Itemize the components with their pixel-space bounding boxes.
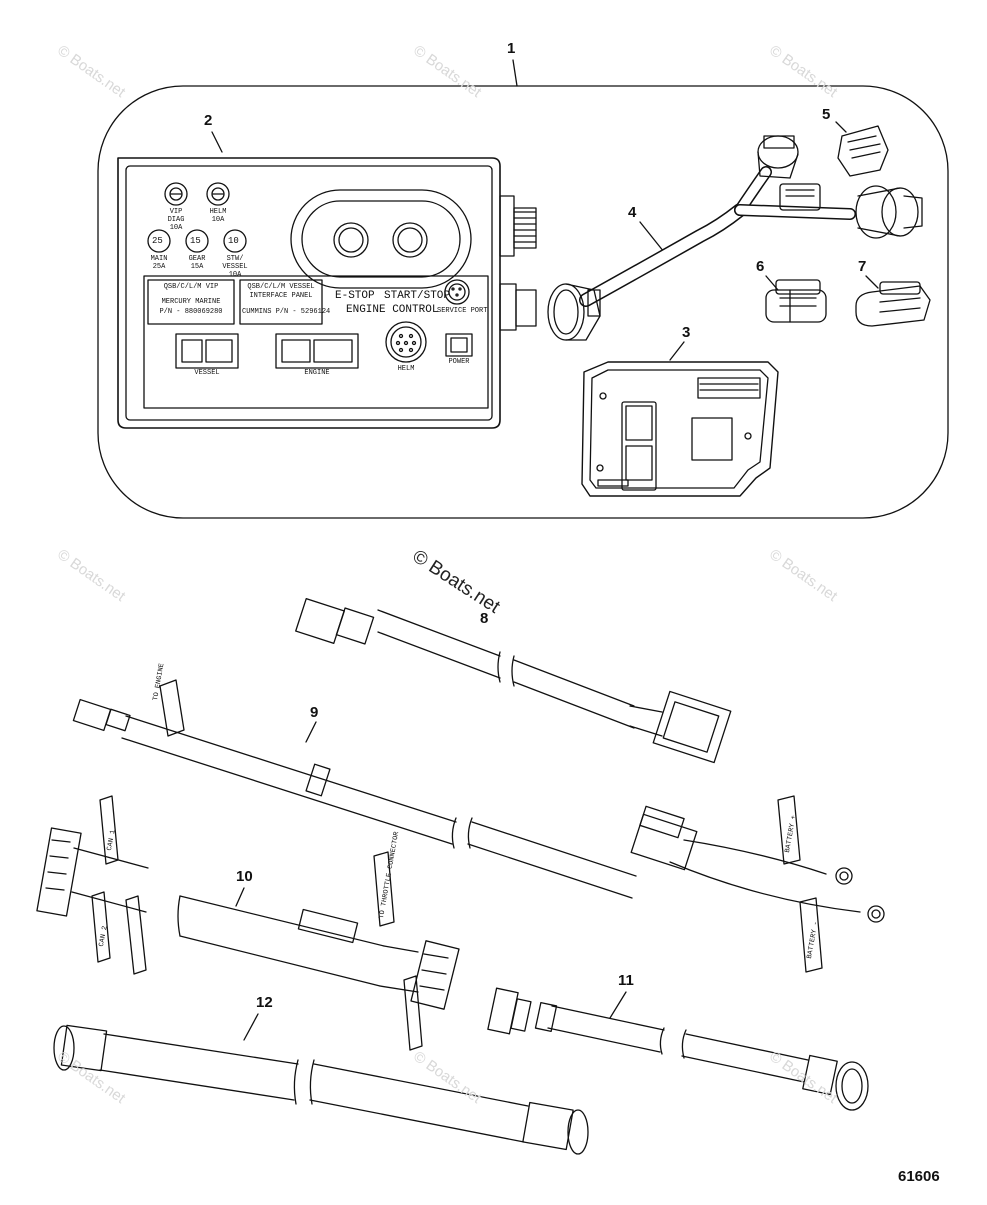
vessel-label-line3: CUMMINS P/N - 5296124 (242, 308, 331, 316)
kit-outline (97, 85, 949, 519)
callout-10: 10 (236, 868, 253, 885)
figure-number: 61606 (898, 1168, 940, 1185)
cable-part-8 (295, 598, 732, 764)
callout-1: 1 (507, 40, 516, 57)
connector-part-5 (837, 125, 889, 177)
fuse-gear-label: GEAR 15A (188, 255, 206, 271)
callout-5: 5 (822, 106, 831, 123)
connector-part-6 (765, 279, 827, 323)
power-connector-label: POWER (448, 358, 470, 366)
cable-part-10 (36, 795, 460, 1051)
fuse-stw-num: 10 (228, 236, 239, 246)
callout-7-leader (865, 275, 879, 289)
y-harness (547, 135, 923, 341)
estop-label: E-STOP (335, 290, 375, 302)
startstop-label: START/STOP (384, 290, 451, 302)
fuse-helm-label: HELM 10A (209, 208, 227, 224)
callout-11: 11 (618, 972, 634, 989)
callout-3: 3 (682, 324, 691, 341)
cable-part-9 (72, 679, 885, 973)
vessel-label-line2: INTERFACE PANEL (249, 292, 313, 300)
fuse-gear-num: 15 (190, 236, 201, 246)
vip-label-line1: QSB/C/L/M VIP (163, 283, 219, 291)
vip-label-line3: P/N - 880069280 (159, 308, 223, 316)
callout-7: 7 (858, 258, 867, 275)
callout-11-leader (609, 991, 627, 1019)
service-port-label: SERVICE PORT (437, 307, 488, 315)
callout-5-leader (835, 121, 847, 133)
connector-part-7 (855, 281, 931, 327)
callout-10-leader (235, 887, 245, 907)
callout-3-leader (669, 341, 685, 361)
callout-8: 8 (480, 610, 489, 627)
callout-6: 6 (756, 258, 765, 275)
fuse-main-label: MAIN 25A (150, 255, 168, 271)
fuse-stw-label: STW/ VESSEL 10A (222, 255, 248, 279)
callout-4-leader (639, 221, 665, 253)
vip-label-line2: MERCURY MARINE (161, 298, 221, 306)
interface-panel (117, 157, 537, 429)
callout-9-leader (305, 721, 317, 743)
engine-control-label: ENGINE CONTROL (346, 304, 439, 316)
callout-12-leader (243, 1013, 259, 1041)
engine-connector-label: ENGINE (304, 369, 330, 377)
cable-part-11 (487, 987, 869, 1111)
callout-12: 12 (256, 994, 273, 1011)
callout-1-leader (512, 59, 518, 87)
vessel-label-line1: QSB/C/L/M VESSEL (247, 283, 315, 291)
ecm-module (581, 361, 779, 497)
callout-2-leader (211, 131, 223, 153)
callout-4: 4 (628, 204, 637, 221)
helm-connector-label: HELM (397, 365, 415, 373)
cable-part-12 (53, 1024, 589, 1155)
callout-9: 9 (310, 704, 319, 721)
callout-2: 2 (204, 112, 213, 129)
vessel-connector-label: VESSEL (194, 369, 220, 377)
fuse-main-num: 25 (152, 236, 163, 246)
fuse-vip-label: VIP DIAG 10A (167, 208, 185, 232)
